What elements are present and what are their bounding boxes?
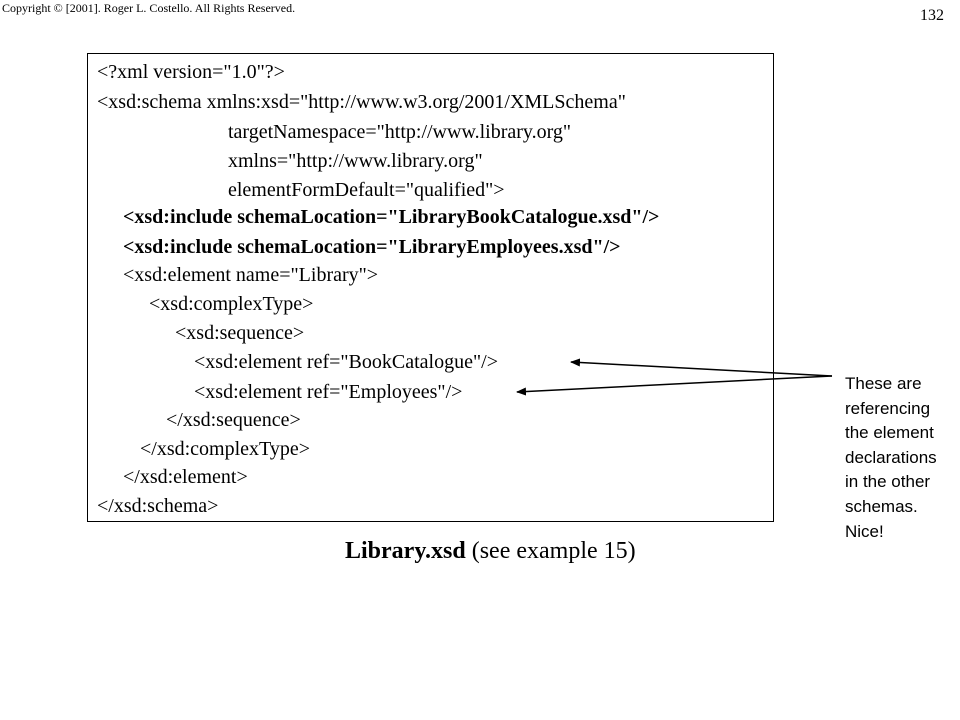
code-line-element-form-default: elementFormDefault="qualified"> <box>228 179 505 201</box>
annotation-line: referencing <box>845 398 931 418</box>
slide-caption: Library.xsd (see example 15) <box>345 536 636 566</box>
code-line-schema-open: <xsd:schema xmlns:xsd="http://www.w3.org… <box>97 91 626 113</box>
annotation-line: Nice! <box>845 521 884 541</box>
code-line-sequence-open: <xsd:sequence> <box>175 322 305 344</box>
annotation-line: schemas. <box>845 496 918 516</box>
caption-filename: Library.xsd <box>345 538 466 564</box>
annotation-line: in the other <box>845 472 931 492</box>
copyright-notice: Copyright © [2001]. Roger L. Costello. A… <box>2 1 296 15</box>
code-line-xml-declaration: <?xml version="1.0"?> <box>97 61 285 83</box>
code-line-include-book-catalogue: <xsd:include schemaLocation="LibraryBook… <box>123 206 660 228</box>
code-line-include-employees: <xsd:include schemaLocation="LibraryEmpl… <box>123 236 621 258</box>
annotation-line: the element <box>845 423 934 443</box>
code-box <box>87 53 774 522</box>
page-number: 132 <box>920 7 944 24</box>
code-line-complex-type-open: <xsd:complexType> <box>149 293 314 315</box>
code-line-element-close: </xsd:element> <box>123 466 248 488</box>
annotation-line: These are <box>845 374 922 393</box>
code-line-sequence-close: </xsd:sequence> <box>166 409 301 431</box>
caption-reference: (see example 15) <box>465 538 636 564</box>
code-line-ref-book-catalogue: <xsd:element ref="BookCatalogue"/> <box>194 351 498 373</box>
code-line-xmlns: xmlns="http://www.library.org" <box>228 150 483 172</box>
annotation-line: declarations <box>845 447 937 467</box>
code-line-schema-close: </xsd:schema> <box>97 495 219 517</box>
code-line-target-namespace: targetNamespace="http://www.library.org" <box>228 121 572 143</box>
code-line-ref-employees: <xsd:element ref="Employees"/> <box>194 381 463 403</box>
code-line-element-library: <xsd:element name="Library"> <box>123 264 379 286</box>
code-line-complex-type-close: </xsd:complexType> <box>140 438 311 460</box>
annotation-note: These are referencing the element declar… <box>845 372 957 544</box>
